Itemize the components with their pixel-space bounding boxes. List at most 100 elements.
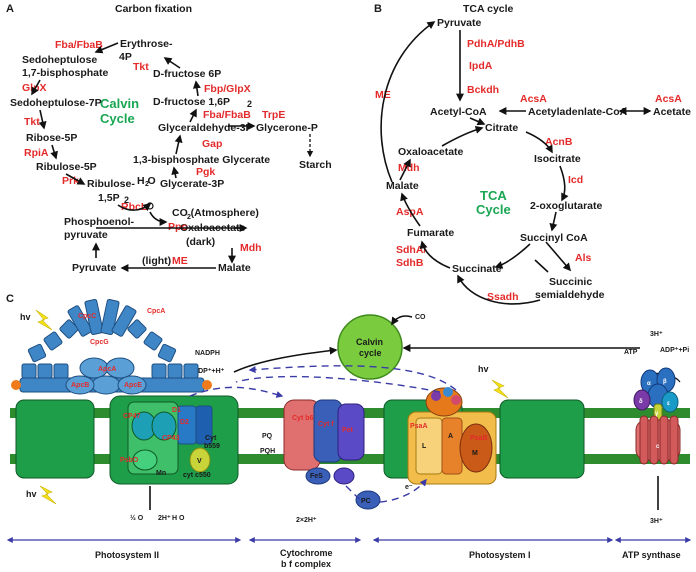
label-apca: ApcA [98, 366, 116, 373]
metabolite-bisphosphate-glycerate: 1,3-bisphosphate Glycerate [133, 154, 270, 166]
metabolite-pep: Phosphoenol- [64, 216, 134, 228]
calvin-cycle-circle [337, 314, 403, 380]
label-d1: D1 [172, 407, 181, 414]
arrow-ribose-ribulose [50, 144, 58, 160]
enzyme-icd: Icd [568, 174, 583, 186]
arrow-ribulose-rubp [65, 173, 86, 185]
calvin-cycle-label-1: Calvin [100, 96, 139, 111]
label-cpcg: CpcG [90, 339, 109, 346]
label-mn: Mn [156, 470, 166, 477]
arrow-succinylcoa-succinate [494, 243, 531, 269]
panel-b-title: TCA cycle [463, 3, 514, 15]
pq-label: PQ [262, 433, 273, 440]
metabolite-pyruvate-b: Pyruvate [437, 17, 482, 29]
metabolite-malate-b: Malate [386, 180, 419, 192]
arrow-citrate-isocitrate [525, 131, 553, 154]
lightning-icon-bottom: hv [26, 485, 57, 505]
panel-b: B TCA cycle TCA Cycle Pyruvate Acetyl-Co… [374, 3, 691, 305]
arrow-bpg-gap [174, 134, 183, 155]
enzyme-gap: Gap [202, 138, 222, 150]
enzyme-bckdh: Bckdh [467, 84, 499, 96]
fructose-subscript: 2 [247, 99, 252, 109]
label-apce: ApcE [124, 382, 142, 389]
psii-water-label: H O [172, 515, 185, 522]
metabolite-oxaloacetate-b: Oxaloacetate [398, 146, 464, 158]
co2-junction [146, 202, 154, 210]
arrow-succinylcoa-ssa [545, 241, 572, 272]
panel-a-label: A [6, 3, 14, 15]
metabolite-h2o: H O [137, 175, 156, 187]
orange-dot-right [202, 380, 212, 390]
tca-cycle-label-1: TCA [480, 188, 507, 203]
label-cpca: CpcA [147, 308, 165, 315]
panel-a-title: Carbon fixation [115, 3, 192, 15]
label-psbo: PsbO [120, 457, 139, 464]
arrow-oxaloacetate-citrate [441, 125, 484, 147]
electron-path-psii-b6f [189, 386, 284, 398]
metabolite-glycerone-p: Glycerone-P [256, 122, 318, 134]
label-cytf: Cyt f [318, 421, 334, 428]
metabolite-ribulose-bp-2: 1,5P [98, 192, 120, 204]
label-cpcc: CpcC [78, 313, 96, 320]
metabolite-glycerate-3p: Glycerate-3P [160, 178, 224, 190]
calvin-circle-label-2: cycle [359, 348, 382, 358]
orange-dot-left [11, 380, 21, 390]
calvin-cycle-label-2: Cycle [100, 111, 135, 126]
h2-label: 2×2H⁺ [296, 517, 317, 524]
arrow-isocitrate-oxoglutarate [559, 165, 569, 202]
label-cyt: Cyt [205, 435, 217, 442]
label-l: L [422, 443, 427, 450]
enzyme-acnb: AcnB [545, 136, 573, 148]
atp-label: ATP [624, 349, 638, 356]
label-fes: FeS [310, 473, 323, 480]
panel-c-label: C [6, 293, 14, 305]
arrow-sedo7p-ribose [38, 109, 47, 130]
electron-path-b6f-pc [345, 485, 363, 501]
adp-label: ADP⁺+Pi [660, 347, 689, 354]
inhibit-mark [534, 259, 549, 273]
cytochrome-b6f: Cyt b6 Cyt f Pet FeS [283, 399, 365, 485]
bottom-label-cytb6f-2: b f complex [281, 559, 331, 569]
metabolite-erythrose-2: 4P [119, 51, 132, 63]
label-epsilon: ε [667, 401, 670, 407]
pqh2-label: PQH [260, 448, 275, 455]
label-b559: b559 [204, 443, 220, 450]
metabolite-succinylcoa: Succinyl CoA [520, 232, 588, 244]
enzyme-fba-1: Fba/FbaB [55, 39, 103, 51]
pc-protein [355, 490, 381, 510]
hv-label-2: hv [26, 489, 37, 499]
metabolite-ribulose-5p: Ribulose-5P [36, 161, 97, 173]
metabolite-d-fructose-16: D-fructose 1,6P [153, 96, 230, 108]
arrow-nadph-calvin [233, 346, 338, 373]
label-m: M [472, 450, 478, 457]
label-psab: PsaB [470, 435, 488, 442]
atp-synthase: α β δ ε γ c [633, 367, 681, 465]
metabolite-acetyladenylate: Acetyladenlate-CoA [528, 106, 628, 118]
metabolite-erythrose: Erythrose- [120, 38, 173, 50]
enzyme-acsa-2: AcsA [655, 93, 682, 105]
label-cp47: CP47 [123, 413, 141, 420]
metabolite-semialdehyde: semialdehyde [535, 289, 605, 301]
enzyme-rpia: RpiA [24, 147, 49, 159]
enzyme-fbp-glpx: Fbp/GlpX [204, 83, 251, 95]
label-alpha: α [647, 381, 651, 387]
arrow-fru6p-erythrose [163, 57, 181, 69]
photosystem-i: PsaA PsaB L M A [383, 387, 585, 485]
enzyme-tkt-1: Tkt [133, 61, 149, 73]
metabolite-fumarate: Fumarate [407, 227, 454, 239]
metabolite-co2: CO (Atmosphere) [172, 207, 259, 219]
enzyme-me-a: ME [172, 255, 188, 267]
label-cyt-c550: cyt c550 [183, 472, 211, 479]
arrow-fru16-fru6p [192, 80, 201, 97]
h2o-subscript: 2 [145, 181, 149, 188]
metabolite-acetylcoa: Acetyl-CoA [430, 106, 487, 118]
label-c: c [656, 444, 660, 450]
light-label: (light) [142, 255, 171, 267]
arrow-sedobp-sedo7p [31, 79, 41, 96]
metabolite-pep-2: pyruvate [64, 229, 108, 241]
enzyme-pdha: PdhA/PdhB [467, 38, 525, 50]
metabolite-glyceraldehyde-3p: Glyceraldehyde-3P [158, 122, 253, 134]
enzyme-trpe: TrpE [262, 109, 285, 121]
lightning-icon-psi: hv [478, 364, 509, 399]
